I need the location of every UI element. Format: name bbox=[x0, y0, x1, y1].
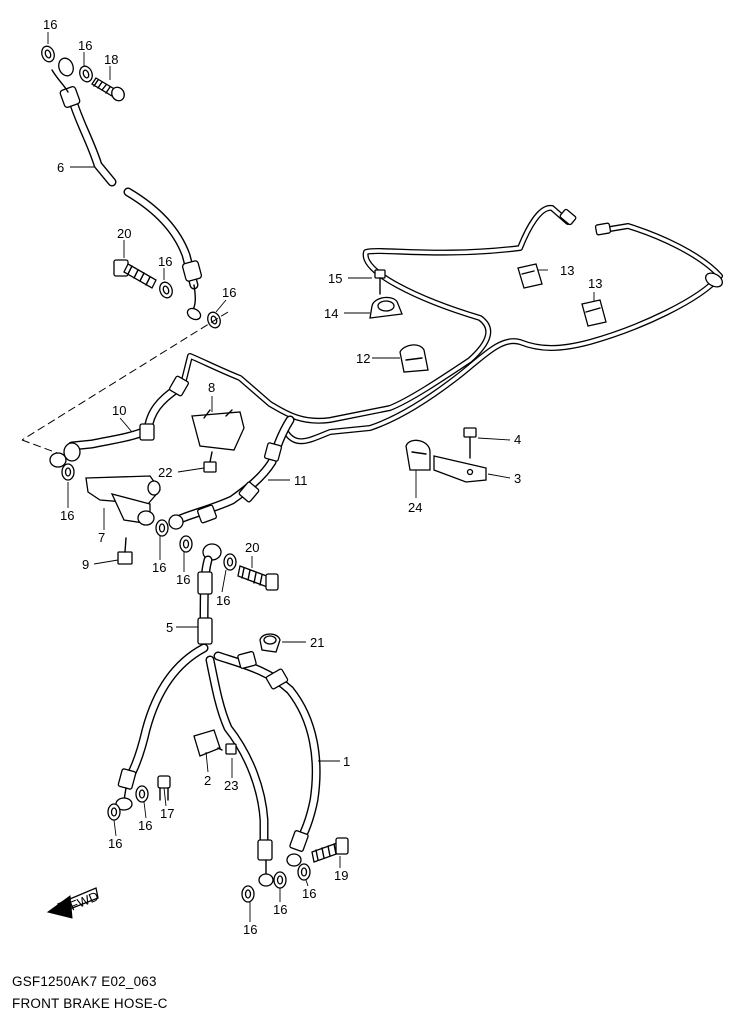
callout-22: 22 bbox=[158, 465, 172, 480]
callout-7: 7 bbox=[98, 530, 105, 545]
callout-17: 17 bbox=[160, 806, 174, 821]
callout-16: 16 bbox=[302, 886, 316, 901]
bracket-3 bbox=[433, 455, 487, 483]
callout-16: 16 bbox=[138, 818, 152, 833]
bolt-22 bbox=[203, 451, 217, 473]
callout-11: 11 bbox=[294, 473, 308, 488]
reference-line-a bbox=[21, 311, 229, 441]
callout-8: 8 bbox=[208, 380, 215, 395]
washer-16-b bbox=[79, 65, 93, 83]
washer-16-h bbox=[223, 553, 237, 571]
washer-16-g bbox=[179, 535, 193, 553]
washer-16-i bbox=[135, 785, 149, 803]
washer-16-m bbox=[241, 885, 255, 903]
clamp-13-b bbox=[581, 299, 607, 327]
callout-16: 16 bbox=[176, 572, 190, 587]
callout-19: 19 bbox=[334, 868, 348, 883]
banjo-bolt-20-b bbox=[237, 565, 279, 591]
washer-16-j bbox=[107, 803, 121, 821]
callout-10: 10 bbox=[112, 403, 126, 418]
reference-line-b bbox=[21, 439, 61, 455]
callout-13: 13 bbox=[560, 263, 574, 278]
bolt-9 bbox=[117, 537, 133, 565]
banjo-bolt-18 bbox=[91, 77, 125, 102]
joint-7 bbox=[85, 475, 161, 526]
clamp-14 bbox=[369, 296, 403, 319]
brake-pipe-left bbox=[181, 205, 577, 424]
bolt-15 bbox=[374, 269, 386, 295]
brake-pipe-right bbox=[283, 222, 724, 445]
callout-16: 16 bbox=[222, 285, 236, 300]
washer-16-c bbox=[159, 281, 173, 299]
callout-2: 2 bbox=[204, 773, 211, 788]
callout-16: 16 bbox=[243, 922, 257, 937]
washer-16-k bbox=[273, 871, 287, 889]
callout-16: 16 bbox=[60, 508, 74, 523]
callout-labels: 16 16 18 6 20 16 16 15 13 13 14 12 8 10 … bbox=[43, 17, 602, 937]
callout-21: 21 bbox=[310, 635, 324, 650]
clamp-12 bbox=[399, 344, 429, 373]
brake-hose-6 bbox=[51, 57, 203, 321]
washer-16-f bbox=[155, 519, 169, 537]
banjo-bolt-19 bbox=[311, 837, 349, 863]
callout-9: 9 bbox=[82, 557, 89, 572]
callout-13: 13 bbox=[588, 276, 602, 291]
bolt-4 bbox=[463, 427, 477, 459]
banjo-bolt-17 bbox=[157, 775, 171, 801]
bolt-23 bbox=[217, 743, 237, 755]
brake-hose-1-middle bbox=[205, 655, 274, 887]
banjo-bolt-20-a bbox=[113, 259, 157, 289]
callout-16: 16 bbox=[216, 593, 230, 608]
washer-16-l bbox=[297, 863, 311, 881]
callout-12: 12 bbox=[356, 351, 370, 366]
callout-24: 24 bbox=[408, 500, 422, 515]
callout-16: 16 bbox=[158, 254, 172, 269]
callout-1: 1 bbox=[343, 754, 350, 769]
fwd-label: FWD bbox=[68, 888, 101, 913]
callout-15: 15 bbox=[328, 271, 342, 286]
callout-23: 23 bbox=[224, 778, 238, 793]
brake-hose-1-left bbox=[115, 643, 209, 811]
brake-hose-1-right bbox=[213, 650, 321, 867]
callout-6: 6 bbox=[57, 160, 64, 175]
callout-20: 20 bbox=[245, 540, 259, 555]
leader-lines bbox=[47, 32, 595, 922]
brake-hose-5 bbox=[197, 543, 222, 645]
bracket-2 bbox=[193, 729, 221, 757]
brake-hose-10 bbox=[49, 375, 189, 468]
callout-18: 18 bbox=[104, 52, 118, 67]
callout-3: 3 bbox=[514, 471, 521, 486]
clip-21 bbox=[259, 633, 281, 653]
washer-16-d bbox=[207, 311, 221, 329]
fwd-arrow-icon: FWD bbox=[46, 887, 101, 919]
diagram-title: FRONT BRAKE HOSE-C bbox=[12, 996, 168, 1011]
washer-16-a bbox=[41, 45, 55, 63]
callout-16: 16 bbox=[43, 17, 57, 32]
callout-16: 16 bbox=[152, 560, 166, 575]
callout-16: 16 bbox=[108, 836, 122, 851]
callout-4: 4 bbox=[514, 432, 521, 447]
bracket-8 bbox=[191, 409, 245, 451]
callout-16: 16 bbox=[78, 38, 92, 53]
brake-hose-11 bbox=[168, 415, 295, 530]
washer-16-e bbox=[61, 463, 75, 481]
callout-5: 5 bbox=[166, 620, 173, 635]
clamp-13-a bbox=[517, 263, 543, 289]
callout-16: 16 bbox=[273, 902, 287, 917]
diagram-code: GSF1250AK7 E02_063 bbox=[12, 974, 157, 989]
grommet-24 bbox=[405, 439, 431, 471]
callout-14: 14 bbox=[324, 306, 338, 321]
callout-20: 20 bbox=[117, 226, 131, 241]
